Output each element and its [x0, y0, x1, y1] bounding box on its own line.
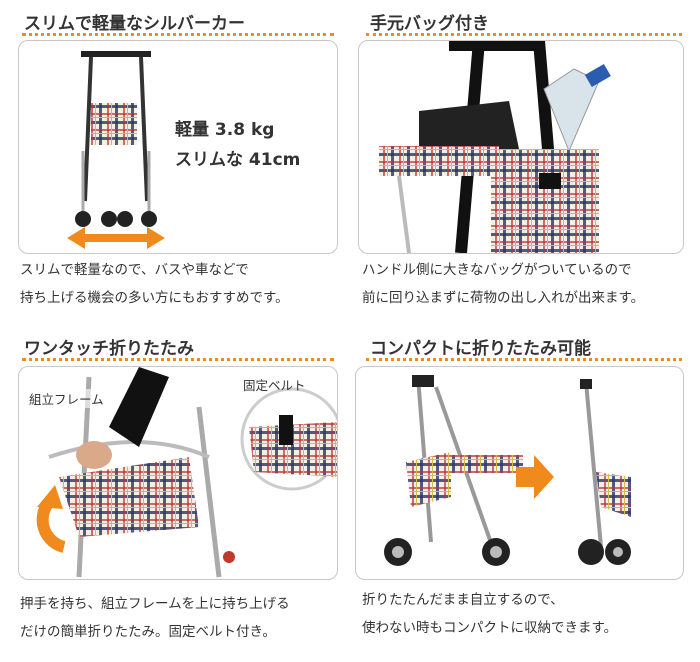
seat-bag — [91, 103, 137, 145]
description-slim: スリムで軽量なので、バスや車などで 持ち上げる機会の多い方にもおすすめです。 — [20, 256, 289, 312]
text-line: 持ち上げる機会の多い方にもおすすめです。 — [20, 290, 289, 306]
text-line: 前に回り込まずに荷物の出し入れが出来ます。 — [362, 290, 645, 306]
width-arrow-icon — [67, 227, 165, 249]
seat — [419, 101, 519, 159]
section-title-onetouch: ワンタッチ折りたたみ — [24, 339, 194, 359]
divider — [366, 358, 682, 361]
bag — [491, 149, 599, 253]
text-line: 折りたたんだまま自立するので、 — [362, 592, 564, 608]
section-title-bag: 手元バッグ付き — [370, 14, 489, 34]
description-compact: 折りたたんだまま自立するので、 使わない時もコンパクトに収納できます。 — [362, 586, 617, 642]
width-label: スリムな 41cm — [175, 150, 301, 170]
right-arrow-icon — [516, 455, 554, 499]
hand — [76, 441, 112, 469]
section-title-slim: スリムで軽量なシルバーカー — [24, 14, 245, 34]
text-line: 使わない時もコンパクトに収納できます。 — [362, 620, 618, 636]
divider — [22, 358, 334, 361]
handle-icon — [81, 51, 151, 57]
belt-label: 固定ベルト — [243, 378, 306, 393]
divider — [366, 33, 682, 36]
weight-label: 軽量 3.8 kg — [175, 120, 275, 140]
text-line: だけの簡単折りたたみ。固定ベルト付き。 — [20, 624, 276, 640]
arm — [109, 367, 169, 447]
product-image-compact — [355, 366, 684, 580]
divider — [22, 33, 334, 36]
product-image-slim: 軽量 3.8 kg スリムな 41cm — [18, 40, 338, 254]
rotate-arrow-icon — [36, 485, 66, 553]
description-bag: ハンドル側に大きなバッグがついているので 前に回り込まずに荷物の出し入れが出来ま… — [362, 256, 644, 312]
description-onetouch: 押手を持ち、組立フレームを上に持ち上げる だけの簡単折りたたみ。固定ベルト付き。 — [20, 590, 290, 646]
product-image-bag — [358, 40, 684, 254]
text-line: ハンドル側に大きなバッグがついているので — [362, 262, 632, 278]
text-line: スリムで軽量なので、バスや車などで — [20, 262, 249, 278]
text-line: 押手を持ち、組立フレームを上に持ち上げる — [20, 596, 290, 612]
product-image-fold: 組立フレーム 固定ベルト — [18, 366, 338, 580]
frame-label: 組立フレーム — [29, 389, 104, 408]
section-title-compact: コンパクトに折りたたみ可能 — [370, 339, 591, 359]
wheel-icon — [75, 211, 91, 227]
